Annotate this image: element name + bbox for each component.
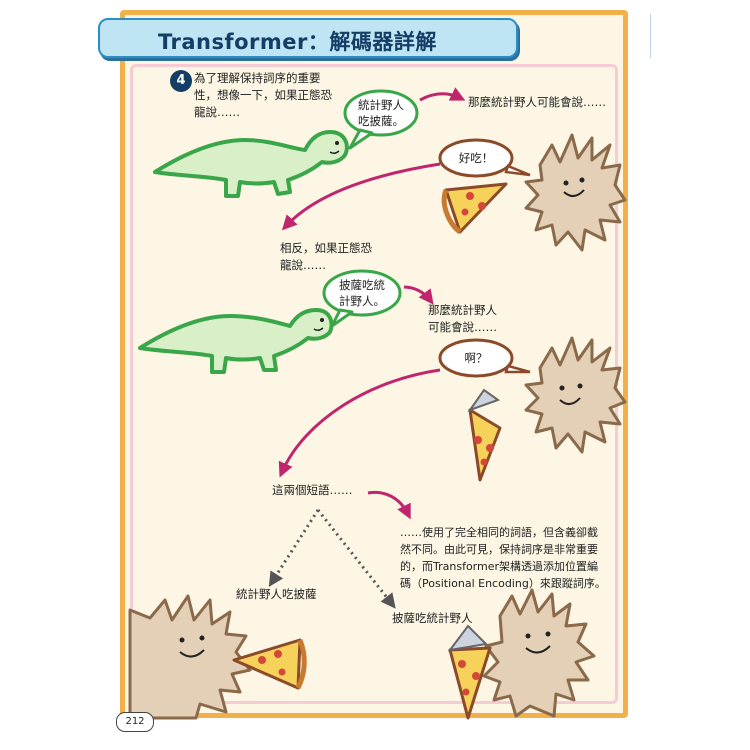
reply1-speech: 好吃！: [458, 151, 494, 165]
curved-arrow-icon: [278, 368, 441, 478]
intro-line: 龍說……: [194, 105, 240, 119]
curved-arrow-icon: [281, 162, 441, 231]
reply1-lead: 那麼統計野人可能會說……: [468, 95, 606, 109]
phrases-label: 這兩個短語……: [272, 483, 353, 497]
dinosaur-icon: [138, 308, 334, 374]
speech-line: 統計野人: [358, 98, 404, 112]
curved-arrow-icon: [419, 87, 466, 102]
conclusion-line: 然不同。由此可見，保持詞序是非常重要: [400, 543, 598, 556]
speech-line: 吃披薩。: [358, 114, 404, 128]
speech-bubble-icon: [438, 338, 531, 378]
reply2-lead: 那麼統計野人 可能會說……: [428, 302, 538, 336]
title-banner: [98, 18, 518, 58]
contrast-text: 相反，如果正態恐 龍說……: [280, 240, 400, 274]
conclusion-line: 的，而Transformer架構透過添加位置編: [400, 560, 599, 573]
intro-line: 為了理解保持詞序的重要: [194, 71, 321, 85]
intro-text: 為了理解保持詞序的重要 性，想像一下，如果正態恐 龍說……: [194, 70, 374, 121]
conclusion-text: ……使用了完全相同的詞語，但含義卻截 然不同。由此可見，保持詞序是非常重要 的，…: [400, 524, 622, 592]
reply2-speech: 啊？: [464, 351, 488, 365]
phrase-a: 統計野人吃披薩: [236, 587, 317, 601]
reply2-line: 可能會說……: [428, 320, 497, 334]
dinosaur-icon: [153, 130, 349, 198]
curved-arrow-icon: [367, 490, 411, 520]
pizza-slice-icon: [447, 624, 492, 720]
speech-bubble-icon: [322, 269, 402, 328]
contrast-line: 相反，如果正態恐: [280, 241, 372, 255]
hedgehog-monster-icon: [524, 336, 627, 454]
dotted-arrow-icon: [268, 509, 320, 588]
hedgehog-monster-icon: [524, 133, 627, 252]
step-number-badge: 4: [170, 70, 192, 92]
margin-rule: [650, 14, 651, 58]
pizza-slice-icon: [232, 638, 307, 690]
conclusion-line: ……使用了完全相同的詞語，但含義卻截: [400, 526, 598, 539]
page-title: Transformer：解碼器詳解: [158, 30, 437, 54]
hedgehog-monster-icon: [128, 594, 252, 720]
intro-line: 性，想像一下，如果正態恐: [194, 88, 332, 102]
speech-bubble-icon: [343, 89, 419, 150]
speech-line: 披薩吃統: [339, 278, 385, 292]
pizza-slice-icon: [441, 182, 508, 235]
page-number: 212: [116, 712, 154, 732]
speech-bubble-icon: [438, 138, 531, 178]
dotted-arrow-icon: [316, 509, 396, 609]
contrast-line: 龍說……: [280, 258, 326, 272]
speech-line: 計野人。: [339, 294, 385, 308]
dino2-speech: 披薩吃統 計野人。: [328, 277, 396, 309]
conclusion-line: 碼（Positional Encoding）來跟蹤詞序。: [400, 577, 606, 590]
phrase-b: 披薩吃統計野人: [392, 611, 473, 625]
curved-arrow-icon: [403, 285, 434, 305]
pizza-slice-icon: [467, 388, 502, 482]
reply2-line: 那麼統計野人: [428, 303, 497, 317]
hedgehog-monster-icon: [482, 588, 596, 718]
dino1-speech: 統計野人 吃披薩。: [350, 97, 412, 129]
